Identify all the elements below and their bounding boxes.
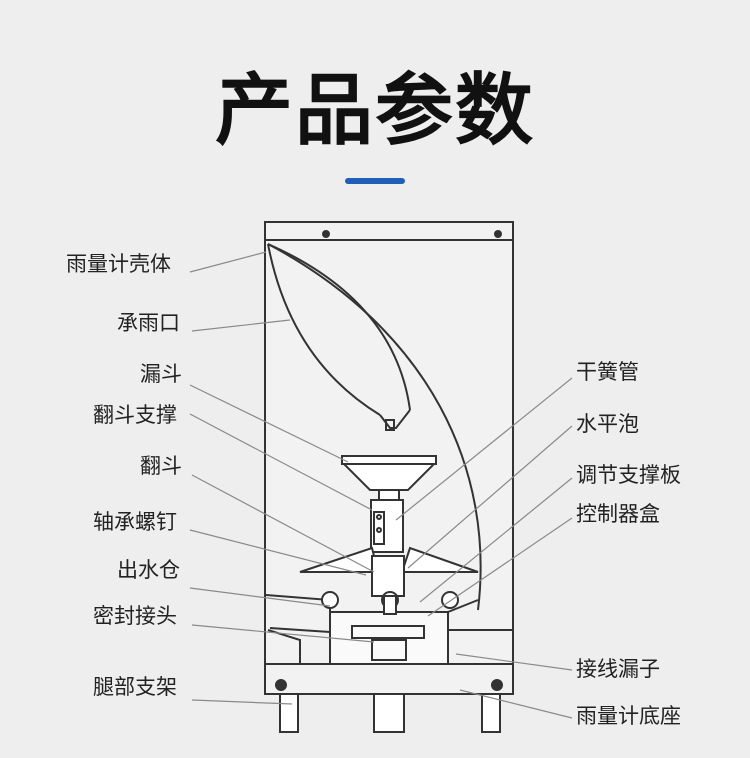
- chamber: [265, 591, 512, 665]
- label-water-outlet: 出水仓: [117, 558, 180, 582]
- label-tipping-bucket: 翻斗: [140, 454, 182, 478]
- title-underline: [345, 178, 405, 184]
- label-seal-connector: 密封接头: [93, 604, 177, 628]
- label-rain-inlet: 承雨口: [117, 311, 180, 335]
- tipping-bucket: [299, 546, 479, 597]
- label-reed-switch: 干簧管: [576, 360, 639, 384]
- label-gauge-housing: 雨量计壳体: [66, 252, 171, 276]
- leader-lines-left: [189, 251, 375, 705]
- label-level-bubble: 水平泡: [576, 412, 639, 436]
- support-legs: [279, 693, 501, 733]
- label-bucket-support: 翻斗支撑: [93, 403, 177, 427]
- label-bearing-screw: 轴承螺钉: [93, 510, 177, 534]
- page-title: 产品参数: [214, 66, 535, 156]
- label-adjust-plate: 调节支撑板: [576, 463, 681, 487]
- label-gauge-base: 雨量计底座: [576, 704, 681, 728]
- label-leg-bracket: 腿部支架: [93, 675, 177, 699]
- leader-lines-right: [395, 377, 573, 719]
- label-controller-box: 控制器盒: [576, 502, 660, 526]
- label-funnel: 漏斗: [140, 362, 182, 386]
- label-wiring-outlet: 接线漏子: [576, 657, 660, 681]
- bucket-support: [370, 499, 404, 553]
